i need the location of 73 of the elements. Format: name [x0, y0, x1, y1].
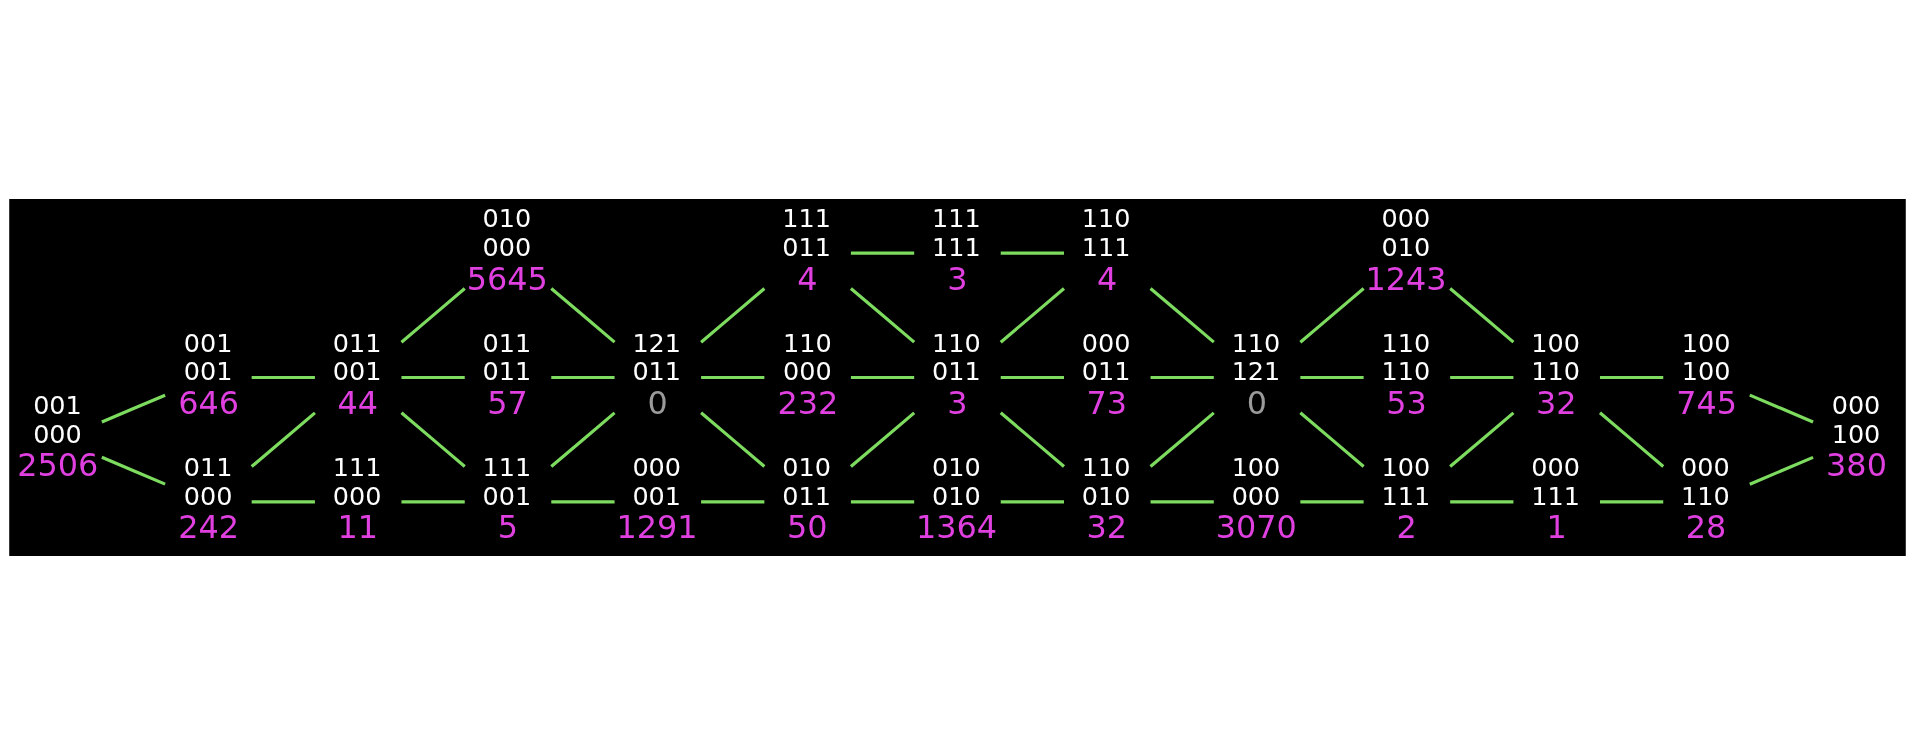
node-text: 111 000 11	[332, 451, 382, 547]
node-text: 110 000 232	[777, 327, 839, 423]
connector	[1300, 500, 1364, 504]
connector	[1599, 500, 1664, 504]
node-text: 110 110 53	[1381, 327, 1431, 423]
connector	[849, 411, 916, 468]
connector	[550, 287, 616, 344]
connector	[1000, 251, 1064, 255]
node-text: 110 111 4	[1081, 203, 1131, 298]
node-text: 111 001 5	[482, 451, 532, 547]
connector	[1599, 375, 1664, 380]
connector	[550, 411, 616, 468]
node-text: 000 100 380	[1826, 389, 1887, 485]
connector	[700, 287, 766, 344]
node-text: 121 011 0	[632, 327, 682, 423]
connector	[1149, 287, 1215, 344]
connector	[701, 375, 765, 380]
connector	[251, 375, 315, 380]
node-text: 001 001 646	[178, 327, 239, 423]
connector	[1150, 375, 1214, 380]
connector	[999, 411, 1065, 468]
connector	[101, 393, 166, 424]
node-text: 110 121 0	[1231, 327, 1281, 423]
connector	[1749, 393, 1814, 424]
connector	[1299, 411, 1365, 468]
node-text: 011 011 57	[482, 327, 532, 423]
connector	[1150, 500, 1214, 504]
node-text: 000 111 1	[1531, 451, 1580, 547]
node-text: 100 110 32	[1531, 327, 1580, 423]
connector	[1299, 287, 1365, 344]
connector	[1598, 411, 1665, 468]
node-text: 110 011 3	[932, 327, 981, 423]
connector	[850, 500, 915, 504]
connector	[401, 500, 465, 504]
connector	[400, 411, 466, 468]
connector	[551, 375, 615, 380]
connector	[551, 500, 615, 504]
connector	[1149, 411, 1215, 468]
connector	[701, 500, 765, 504]
node-text: 001 000 2506	[17, 389, 99, 485]
connector	[401, 375, 465, 380]
node-text: 010 010 1364	[916, 451, 998, 547]
node-text: 100 000 3070	[1215, 451, 1297, 547]
node-text: 111 011 4	[782, 203, 831, 298]
node-text: 011 001 44	[332, 327, 382, 423]
node-text: 100 111 2	[1381, 451, 1431, 547]
node-text: 011 000 242	[178, 451, 239, 547]
node-text: 010 011 50	[782, 451, 831, 547]
node-text: 100 100 745	[1676, 327, 1738, 423]
node-text: 111 111 3	[932, 203, 981, 298]
connector	[1450, 375, 1514, 380]
connector	[1449, 287, 1515, 344]
connector	[1449, 411, 1515, 468]
connector	[850, 375, 915, 380]
connector	[101, 455, 166, 486]
connector	[850, 251, 915, 255]
node-text: 000 110 28	[1681, 451, 1730, 547]
connector	[251, 500, 315, 504]
connector	[1000, 375, 1064, 380]
connector	[1450, 500, 1514, 504]
connector	[999, 287, 1065, 344]
connector	[700, 411, 766, 468]
node-text: 010 000 5645	[466, 203, 548, 298]
connector	[1300, 375, 1364, 380]
connector	[250, 411, 316, 468]
connector	[400, 287, 466, 344]
connector	[849, 287, 916, 344]
node-text: 000 010 1243	[1365, 203, 1447, 298]
connector	[1749, 455, 1814, 486]
node-text: 000 011 73	[1081, 327, 1131, 423]
node-text: 110 010 32	[1081, 451, 1131, 547]
connector	[1000, 500, 1064, 504]
node-text: 000 001 1291	[616, 451, 698, 547]
